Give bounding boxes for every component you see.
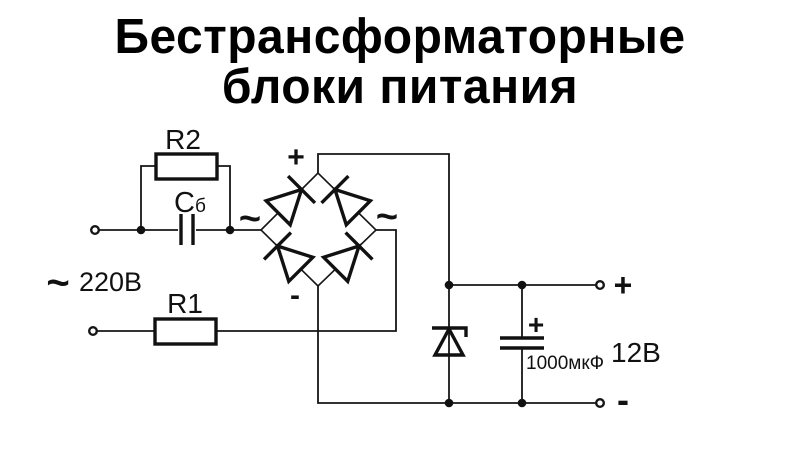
diode-triangle <box>274 243 317 285</box>
zener-diode <box>432 325 468 357</box>
cap-value-label: 1000мкФ <box>526 353 604 374</box>
cb-label: Сб <box>174 187 206 219</box>
input-terminal-bottom <box>87 326 98 337</box>
diode-bottom-right <box>320 231 374 285</box>
diode-cathode-bar <box>320 174 350 205</box>
page-title: Бестрансформаторные блоки питания <box>0 12 800 112</box>
bridge-ac-right-tilde: ~ <box>376 196 398 238</box>
zener-triangle <box>432 325 466 357</box>
title-line-2: блоки питания <box>221 59 579 114</box>
wire-r1-to-bridge <box>216 229 397 332</box>
zener-cathode-bar <box>432 326 468 337</box>
junction-dot <box>136 225 146 235</box>
bridge-plus-label: + <box>287 141 305 174</box>
filter-capacitor: + 1000мкФ <box>500 309 604 374</box>
r2-label: R2 <box>165 124 201 155</box>
wire-r2-right-branch <box>217 165 231 230</box>
junction-dot <box>225 225 235 235</box>
diode-cathode-bar <box>286 174 317 205</box>
diode-bottom-left <box>262 231 317 285</box>
bridge-diamond <box>259 171 378 288</box>
cap-polarity-plus: + <box>528 309 544 340</box>
bridge-ac-left-tilde: ~ <box>239 198 261 240</box>
wire-bridge-minus-rail <box>317 286 596 404</box>
wire-r2-left-branch <box>140 165 156 230</box>
diode-cathode-bar <box>262 231 293 261</box>
title-line-1: Бестрансформаторные <box>114 9 686 65</box>
output-terminal-minus <box>595 398 606 409</box>
junction-dot <box>444 280 454 290</box>
cb-label-sub: б <box>195 196 206 217</box>
junction-dot <box>444 398 454 408</box>
bridge-rectifier: + - ~ ~ <box>239 141 398 312</box>
diode-triangle <box>262 186 305 229</box>
input-bottom: R1 ~ 220В <box>46 229 397 346</box>
resistor-r2 <box>154 152 219 181</box>
output-terminal-plus <box>595 280 606 291</box>
wire-bridge-plus-rail <box>317 153 450 285</box>
input-network: R2 Сб <box>89 124 262 245</box>
input-terminal-top <box>89 224 100 235</box>
junction-dot <box>517 280 527 290</box>
output-plus-label: + <box>614 267 633 303</box>
cb-label-main: С <box>174 187 195 219</box>
output-labels: + - 12В <box>611 267 661 420</box>
junctions <box>444 280 606 409</box>
diode-cathode-bar <box>344 231 374 261</box>
diode-triangle <box>332 186 374 229</box>
output-voltage-label: 12В <box>611 337 661 368</box>
diode-triangle <box>320 243 362 285</box>
capacitor-cb <box>179 214 195 245</box>
diode-top-right <box>320 174 374 229</box>
input-ac-tilde: ~ <box>46 261 69 305</box>
output-minus-label: - <box>617 379 629 420</box>
junction-dot <box>517 398 527 408</box>
input-voltage-label: 220В <box>79 267 142 297</box>
r1-label: R1 <box>167 288 203 319</box>
diode-top-left <box>262 174 317 229</box>
bridge-minus-label: - <box>290 279 300 312</box>
resistor-r1 <box>153 317 218 346</box>
